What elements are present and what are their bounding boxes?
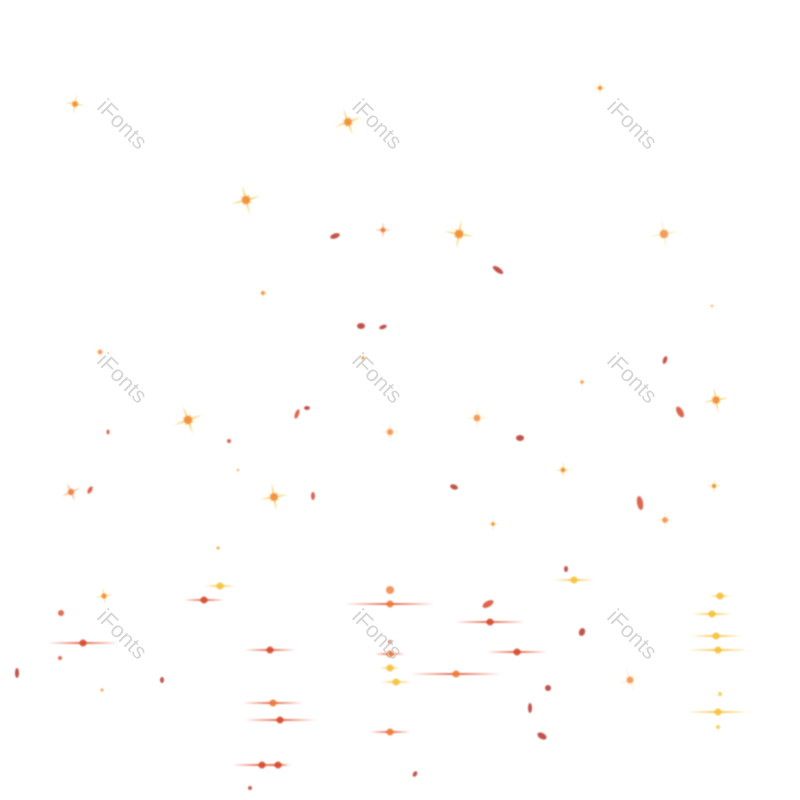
petal-icon xyxy=(662,356,668,364)
star-sparkle-icon xyxy=(709,303,715,309)
star-sparkle-icon xyxy=(358,353,368,363)
star-sparkle-icon xyxy=(97,685,107,695)
petal-icon xyxy=(357,323,365,329)
petal-icon xyxy=(160,677,164,683)
star-sparkle-icon xyxy=(465,406,489,430)
petal-icon xyxy=(537,732,547,740)
star-sparkle-icon xyxy=(379,421,401,443)
petal-icon xyxy=(311,492,315,500)
star-sparkle-icon xyxy=(92,344,108,360)
petal-icon xyxy=(227,439,231,443)
petal-icon xyxy=(528,703,532,713)
star-sparkle-icon xyxy=(555,462,571,478)
star-sparkle-icon xyxy=(707,479,721,493)
petal-icon xyxy=(676,406,684,418)
petal-icon xyxy=(412,771,418,777)
star-sparkle-icon xyxy=(95,587,113,605)
star-sparkle-icon xyxy=(593,81,607,95)
star-sparkle-icon xyxy=(655,510,675,530)
star-sparkle-icon xyxy=(61,482,81,502)
star-sparkle-icon xyxy=(487,518,499,530)
petal-icon xyxy=(15,668,19,678)
petal-icon xyxy=(294,409,300,419)
petal-icon xyxy=(516,435,524,441)
petal-icon xyxy=(492,265,504,275)
star-sparkle-icon xyxy=(334,108,362,136)
star-sparkle-icon xyxy=(256,286,270,300)
star-sparkle-icon xyxy=(649,219,679,249)
petal-icon xyxy=(545,685,551,691)
petal-icon xyxy=(450,484,458,490)
petal-icon xyxy=(482,600,494,608)
star-sparkle-icon xyxy=(375,222,391,238)
petal-icon xyxy=(304,406,310,410)
star-sparkle-icon xyxy=(618,668,642,692)
star-sparkle-icon xyxy=(173,405,203,435)
petal-icon xyxy=(379,324,387,330)
petal-icon xyxy=(578,628,586,636)
star-sparkle-icon xyxy=(65,94,85,114)
star-sparkle-icon xyxy=(576,376,588,388)
star-sparkle-icon xyxy=(231,185,261,215)
petal-icon xyxy=(564,566,568,572)
star-sparkle-icon xyxy=(444,219,474,249)
star-sparkle-icon xyxy=(214,544,222,552)
star-sparkle-icon xyxy=(235,467,241,473)
petal-icon xyxy=(330,233,340,239)
star-sparkle-icon xyxy=(703,387,729,413)
petal-icon xyxy=(87,486,93,494)
petal-icon xyxy=(106,429,110,435)
petal-icon xyxy=(636,496,644,510)
star-sparkle-icon xyxy=(260,483,288,511)
